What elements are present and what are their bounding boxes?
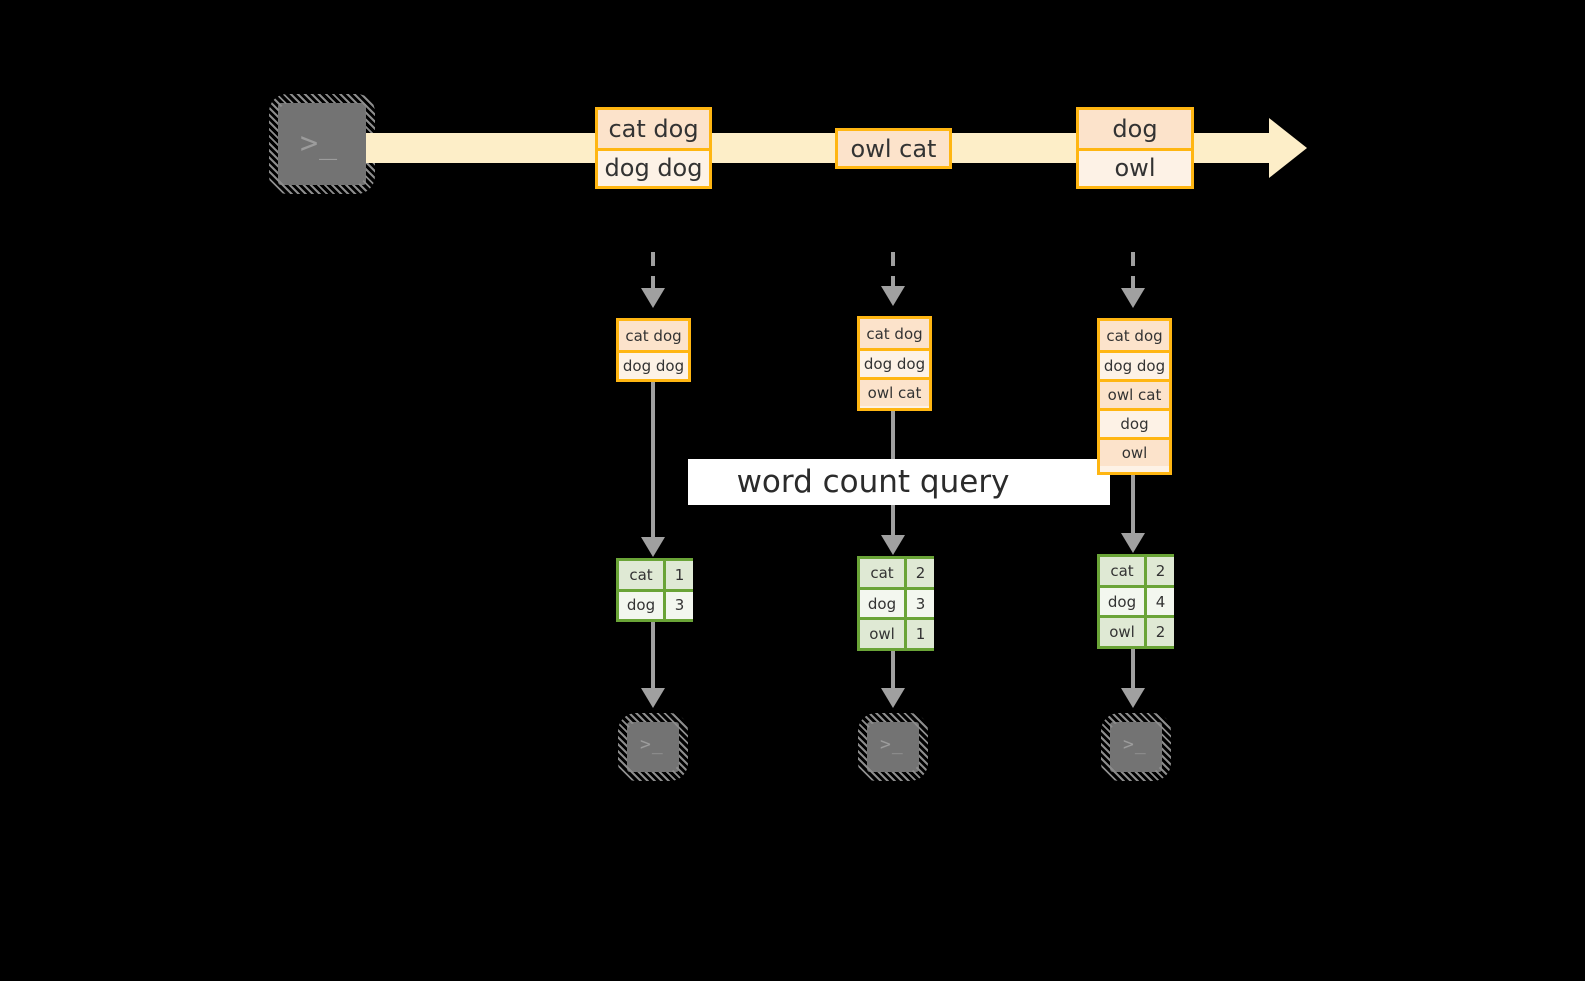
stream-event-line: cat dog [598, 110, 709, 148]
snapshot-box-2[interactable]: cat dog dog dog owl cat [857, 316, 932, 411]
snapshot-line: owl cat [860, 377, 929, 406]
result-row: owl 2 [1100, 615, 1174, 647]
stream-event-line: dog dog [598, 147, 709, 186]
result-word: cat [1100, 557, 1144, 585]
query-flow-arrowhead-1 [641, 537, 665, 557]
result-output-arrowhead-1 [641, 688, 665, 708]
terminal-prompt-glyph: >_ [880, 734, 904, 755]
stream-event-1[interactable]: cat dog dog dog [595, 107, 712, 189]
consumer-terminal-icon-1: >_ [618, 713, 688, 781]
result-word: cat [619, 561, 663, 589]
result-word: dog [860, 589, 904, 618]
terminal-body [627, 722, 679, 772]
terminal-body [278, 103, 366, 185]
result-row: owl 1 [860, 617, 934, 649]
result-word: cat [860, 559, 904, 587]
snapshot-line: dog dog [1100, 350, 1169, 379]
query-label-text: word count query [736, 464, 1010, 500]
result-word: dog [619, 591, 663, 619]
result-word: owl [1100, 618, 1144, 647]
query-flow-arrowhead-3 [1121, 533, 1145, 553]
stream-tap-line-1 [651, 252, 655, 288]
query-flow-line-3 [1131, 475, 1135, 533]
stream-event-line: owl cat [838, 131, 949, 166]
snapshot-box-3[interactable]: cat dog dog dog owl cat dog owl [1097, 318, 1172, 475]
result-count: 3 [904, 589, 934, 618]
result-output-arrowhead-2 [881, 688, 905, 708]
result-output-line-2 [891, 651, 895, 688]
stream-tap-line-3 [1131, 252, 1135, 288]
result-count: 2 [1144, 618, 1174, 647]
snapshot-box-1[interactable]: cat dog dog dog [616, 318, 691, 382]
snapshot-line: dog [1100, 408, 1169, 437]
snapshot-line: owl cat [1100, 379, 1169, 408]
result-table-3[interactable]: cat 2 dog 4 owl 2 [1097, 554, 1174, 649]
stream-event-3[interactable]: dog owl [1076, 107, 1194, 189]
result-output-arrowhead-3 [1121, 688, 1145, 708]
stream-event-2[interactable]: owl cat [835, 128, 952, 169]
snapshot-line: owl [1100, 437, 1169, 466]
snapshot-line: dog dog [619, 350, 688, 379]
snapshot-line: cat dog [619, 321, 688, 350]
stream-tap-arrowhead-2 [881, 286, 905, 306]
result-count: 4 [1144, 587, 1174, 616]
terminal-prompt-glyph: >_ [300, 126, 339, 161]
result-table-1[interactable]: cat 1 dog 3 [616, 558, 693, 622]
terminal-prompt-glyph: >_ [640, 734, 664, 755]
result-count: 2 [904, 559, 934, 587]
stream-event-line: dog [1079, 110, 1191, 148]
stream-event-line: owl [1079, 147, 1191, 186]
result-output-line-1 [651, 622, 655, 688]
stream-tap-line-2 [891, 252, 895, 286]
result-table-2[interactable]: cat 2 dog 3 owl 1 [857, 556, 934, 651]
result-row: dog 3 [619, 588, 693, 619]
result-word: owl [860, 620, 904, 649]
result-word: dog [1100, 587, 1144, 616]
query-label-band: word count query [688, 459, 1110, 505]
consumer-terminal-icon-3: >_ [1101, 713, 1171, 781]
query-flow-line-1 [651, 382, 655, 537]
result-count: 1 [663, 561, 693, 589]
producer-terminal-icon: >_ [269, 94, 375, 194]
result-count: 3 [663, 591, 693, 619]
terminal-body [867, 722, 919, 772]
query-flow-arrowhead-2 [881, 535, 905, 555]
snapshot-line: cat dog [1100, 321, 1169, 350]
result-row: cat 1 [619, 561, 693, 589]
stream-tap-arrowhead-1 [641, 288, 665, 308]
stream-tap-arrowhead-3 [1121, 288, 1145, 308]
result-row: cat 2 [1100, 557, 1174, 585]
result-output-line-3 [1131, 649, 1135, 688]
snapshot-line: dog dog [860, 348, 929, 377]
consumer-terminal-icon-2: >_ [858, 713, 928, 781]
result-row: dog 3 [860, 586, 934, 618]
stream-arrowhead [1269, 118, 1307, 178]
terminal-prompt-glyph: >_ [1123, 734, 1147, 755]
result-count: 1 [904, 620, 934, 649]
result-row: cat 2 [860, 559, 934, 587]
result-row: dog 4 [1100, 584, 1174, 616]
terminal-body [1110, 722, 1162, 772]
result-count: 2 [1144, 557, 1174, 585]
snapshot-line: cat dog [860, 319, 929, 348]
